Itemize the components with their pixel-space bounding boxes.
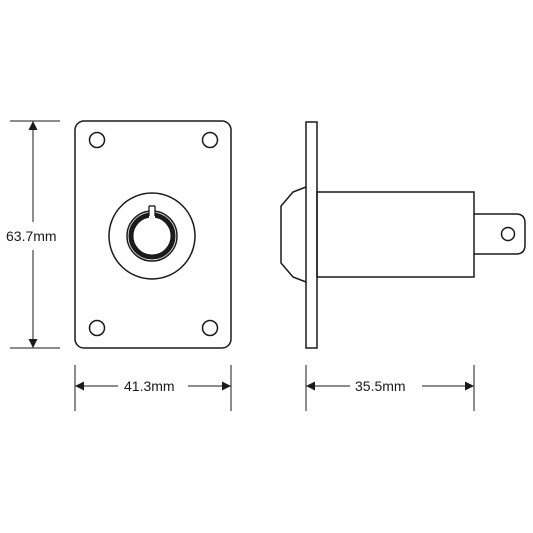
screw-hole-bottom-left: [88, 319, 106, 337]
depth-dimension-label: 35.5mm: [355, 378, 406, 394]
screw-hole-top-right: [201, 131, 219, 149]
front-cap: [280, 186, 307, 283]
cam-tab: [474, 213, 526, 255]
keyway-notch: [149, 206, 155, 218]
cylinder-outer-ring: [108, 192, 196, 280]
height-dimension-label: 63.7mm: [6, 228, 57, 244]
side-view: [280, 121, 526, 349]
dimension-lines: [10, 120, 475, 411]
screw-hole-bottom-right: [201, 319, 219, 337]
lock-body: [316, 191, 475, 278]
front-view: [74, 120, 232, 349]
cylinder-inner-ring: [126, 210, 178, 262]
keyway-ring: [128, 212, 176, 260]
side-flange: [305, 121, 318, 349]
cam-tab-hole: [500, 226, 516, 242]
width-dimension-label: 41.3mm: [124, 378, 175, 394]
screw-hole-top-left: [88, 131, 106, 149]
front-plate: [74, 120, 232, 349]
